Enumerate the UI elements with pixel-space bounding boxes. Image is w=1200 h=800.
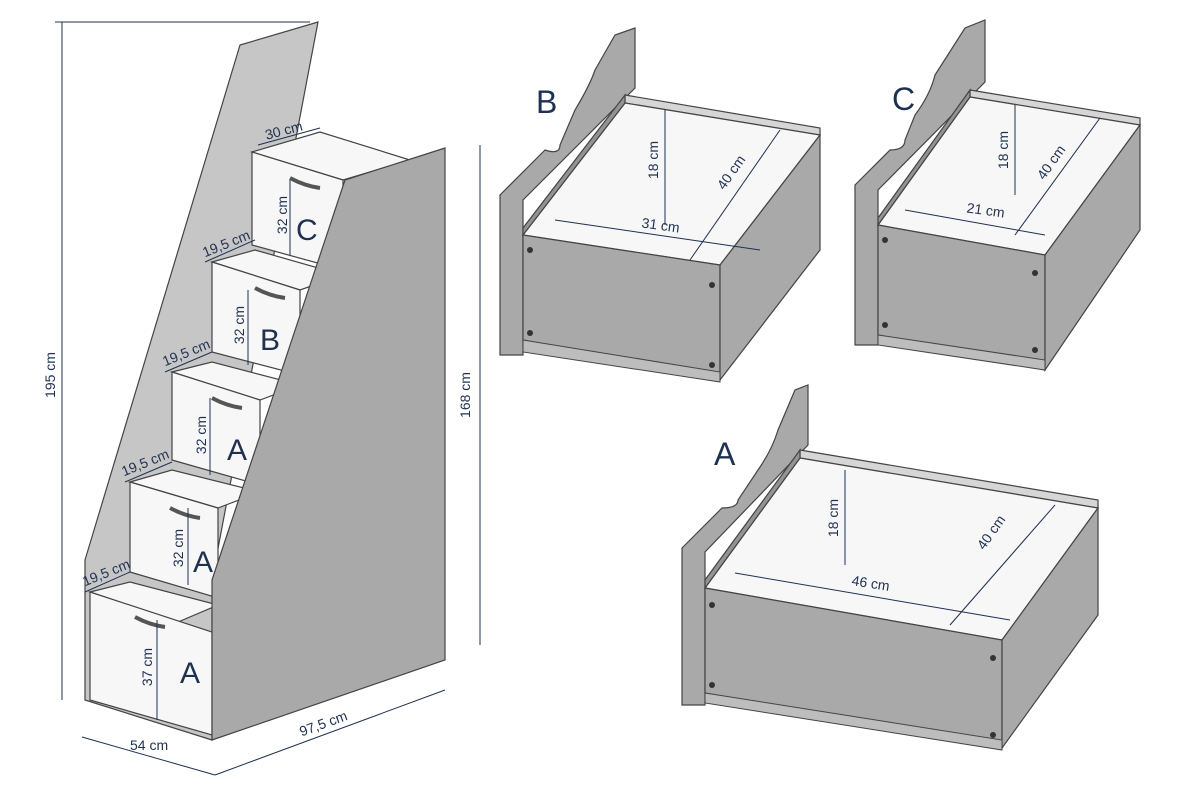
stair-unit: 195 cm 168 cm 97,5 cm 54 cm 30 cm 19,5 c… [42,21,481,776]
drawer-b-width: 31 cm [641,214,681,235]
drawer-a3-handle [211,396,243,410]
drawer-c-letter: C [296,214,318,247]
drawer-a1-height-label: 37 cm [139,648,155,686]
drawer-c-detail: C 18 cm 40 cm 21 cm [854,19,1142,372]
drawer-b-left-inner [522,93,626,237]
drawer-a3-letter: A [227,434,247,467]
drawer-c-height: 18 cm [995,131,1011,169]
drawer-c-height-label: 32 cm [274,196,290,234]
drawer-b-handle [254,286,286,300]
drawer-a-width: 46 cm [851,572,891,594]
drawer-a-height: 18 cm [825,499,841,537]
drawer-a-rail [704,692,1003,751]
drawer-c-letter-label: C [892,81,915,117]
drawer-a-letter-label: A [714,436,736,472]
drawer-c-left-inner [877,88,971,227]
drawer-a-detail: A 18 cm 40 cm 46 cm [681,384,1100,751]
drawer-a2-handle [169,506,201,520]
drawer-c-handle [289,176,321,190]
drawer-b-rail [522,339,721,383]
drawer-a1-handle [134,615,166,629]
drawer-b-right-side [719,133,821,382]
drawer-b-front-profile [499,27,636,356]
drawer-b-detail: B 18 cm 40 cm 31 cm [499,27,822,383]
drawer-c-right-side [1044,123,1141,372]
drawer-a-front-profile [681,384,809,706]
drawer-b-letter-label: B [536,84,557,120]
drawer-a3-height-label: 32 cm [193,416,209,454]
total-height-label: 195 cm [42,352,58,398]
drawer-a1-letter: A [180,657,200,690]
drawer-b-letter: B [260,324,280,357]
drawer-c-rail [877,334,1046,371]
drawer-b-height-label: 32 cm [231,306,247,344]
drawer-a2-height-label: 32 cm [170,529,186,567]
drawer-a-left-inner [704,448,801,590]
drawer-b-height: 18 cm [645,141,661,179]
side-height-label: 168 cm [457,372,473,418]
drawer-a2-letter: A [193,546,213,579]
stair-front-side-panel [211,147,446,741]
width-label: 54 cm [130,737,168,753]
drawer-a-right-side [1001,506,1099,750]
drawer-c-front-profile [854,19,986,346]
drawer-c-width: 21 cm [966,199,1006,220]
